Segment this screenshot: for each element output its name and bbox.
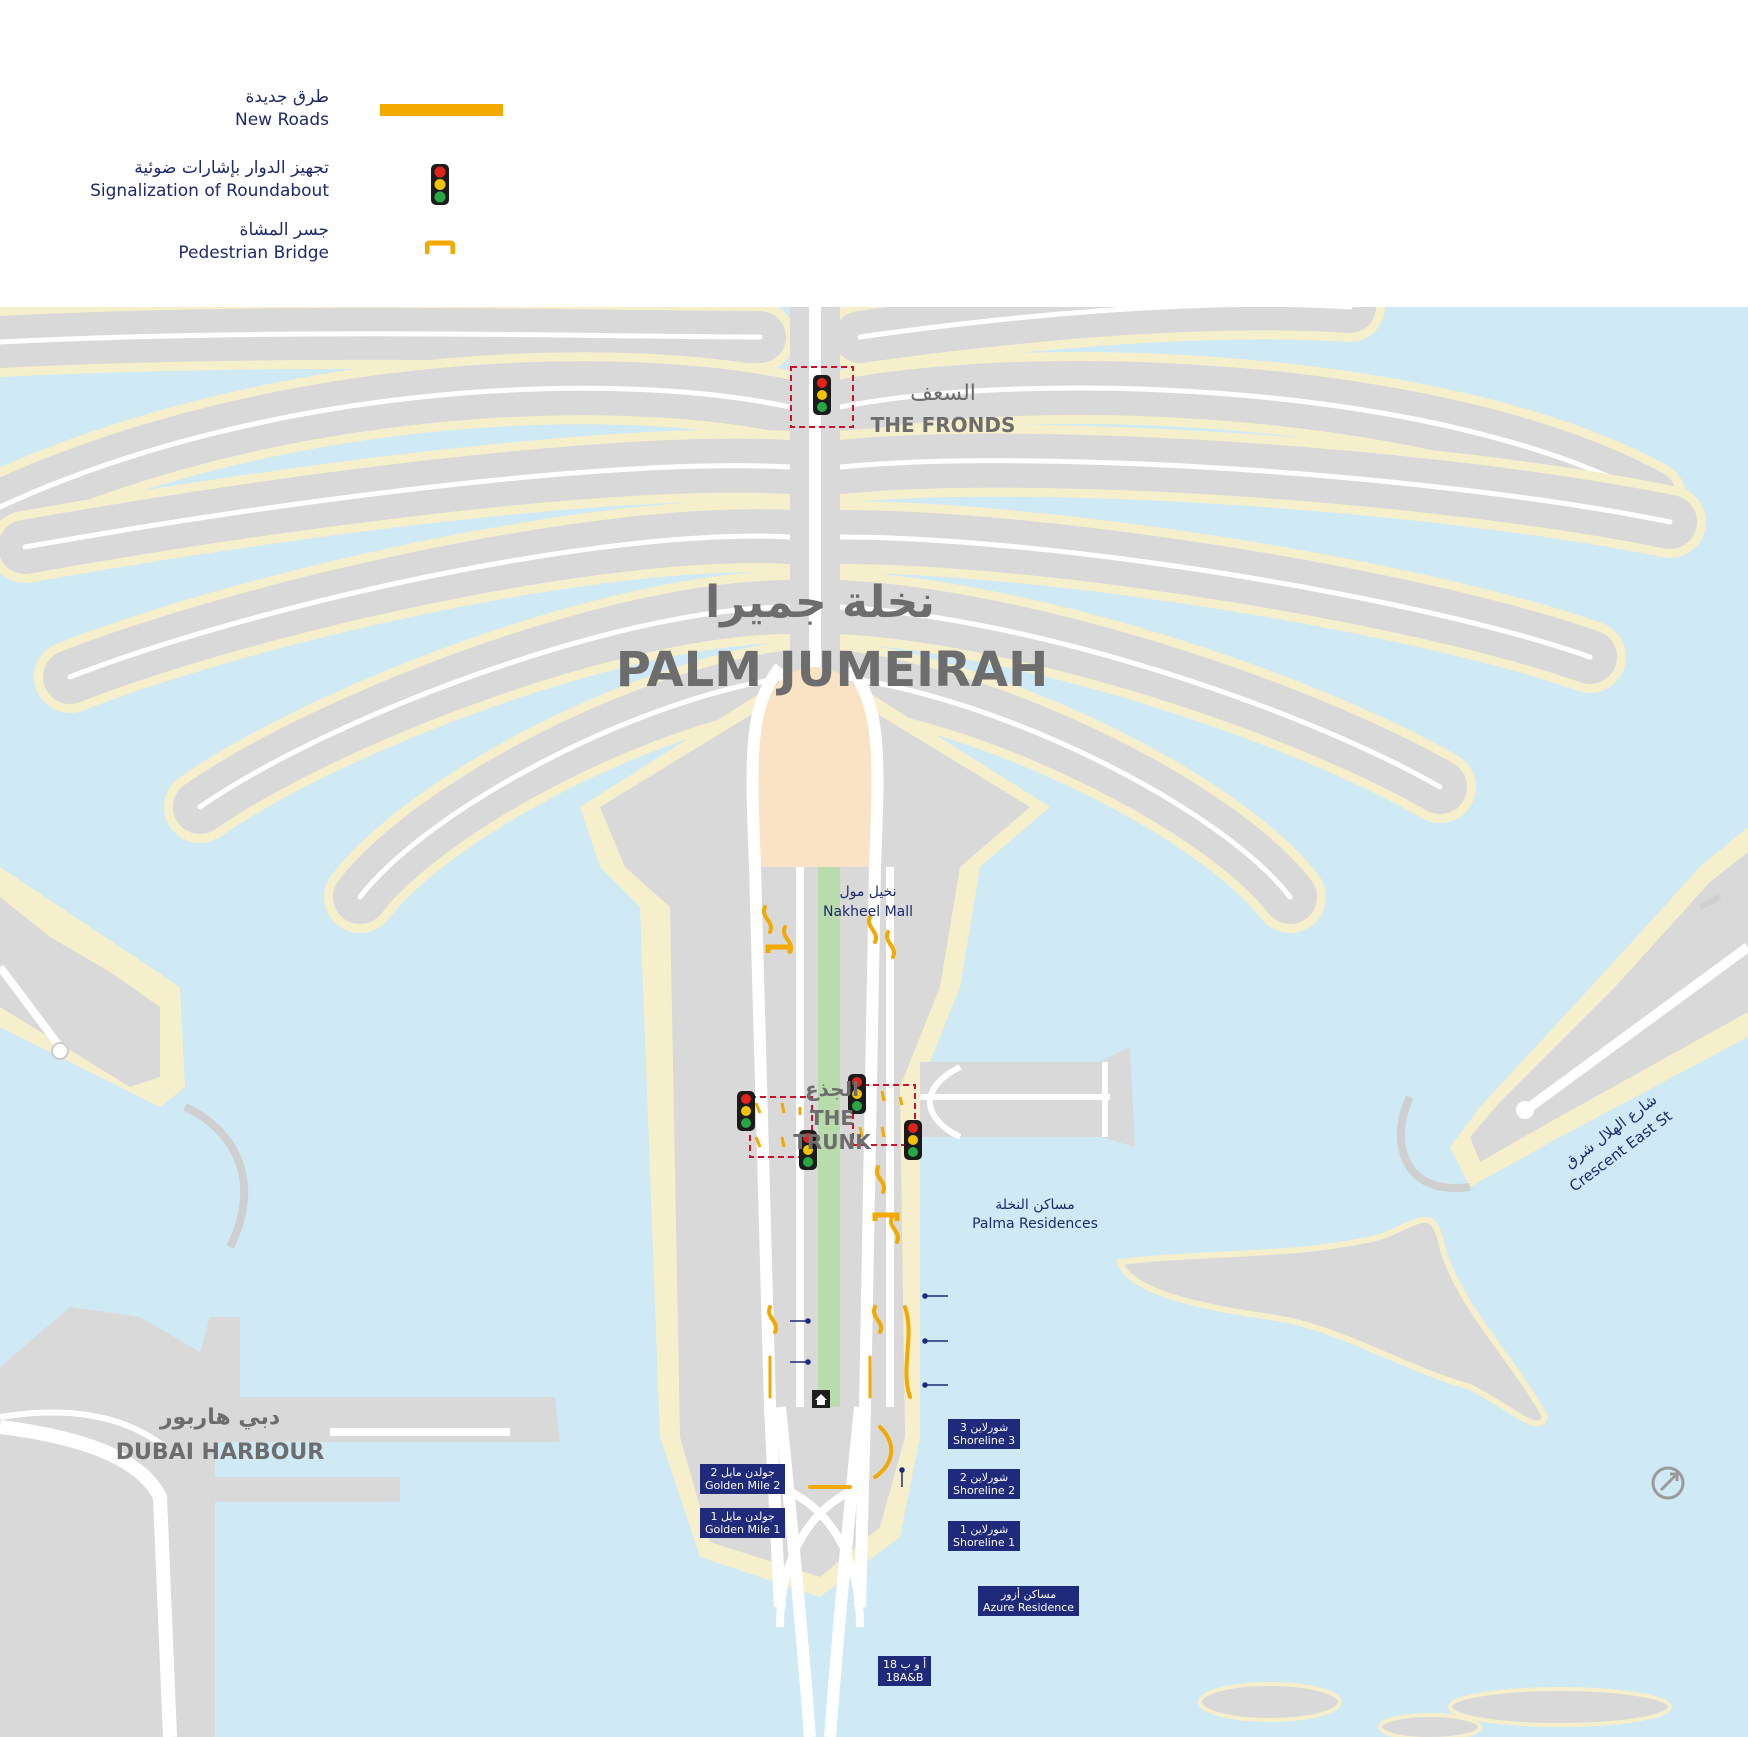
legend: طرق جديدة New Roads تجهيز الدوار بإشارات… xyxy=(0,0,1748,307)
dubai-harbour-label-en: DUBAI HARBOUR xyxy=(115,1440,325,1465)
legend-signalization-en: Signalization of Roundabout xyxy=(90,181,329,201)
traffic-light-icon xyxy=(904,1120,922,1160)
frond-left-1 xyxy=(0,307,795,377)
frond-left-3 xyxy=(0,429,826,583)
palma-residences-label-en: Palma Residences xyxy=(972,1216,1098,1232)
map-canvas[interactable] xyxy=(0,307,1748,1737)
islet xyxy=(1198,1682,1342,1722)
frond-left-2 xyxy=(0,352,826,543)
legend-ped-bridge: جسر المشاة Pedestrian Bridge xyxy=(178,219,329,265)
frond-left-6 xyxy=(324,641,826,933)
home-icon xyxy=(812,1390,830,1408)
crescent-east xyxy=(1396,827,1748,1193)
signal-box-trunk-right xyxy=(852,1084,916,1146)
legend-signalization: تجهيز الدوار بإشارات ضوئية Signalization… xyxy=(90,157,329,203)
compass-icon xyxy=(1651,1466,1685,1500)
trunk-label-en-2: TRUNK xyxy=(793,1130,871,1154)
legend-new-roads: طرق جديدة New Roads xyxy=(235,86,329,132)
new-roads xyxy=(761,905,912,1489)
legend-new-roads-en: New Roads xyxy=(235,110,329,130)
legend-ped-bridge-en: Pedestrian Bridge xyxy=(178,243,329,263)
frond-left-4 xyxy=(34,500,826,713)
islet xyxy=(1448,1687,1672,1727)
signal-box-fronds xyxy=(790,366,854,428)
palma-residences-label-ar: مساكن النخلة xyxy=(995,1197,1075,1213)
trunk-park xyxy=(818,867,840,1407)
palm-label-en: PALM JUMEIRAH xyxy=(615,642,1049,698)
frond-right-2 xyxy=(804,352,1686,533)
trunk-label-ar: الجذع xyxy=(805,1077,859,1101)
traffic-light-icon xyxy=(799,1130,817,1170)
palma-residences-area xyxy=(920,1047,1135,1147)
frond-right-5 xyxy=(804,571,1476,823)
fronds xyxy=(0,307,1706,933)
legend-ped-bridge-ar: جسر المشاة xyxy=(239,220,329,240)
legend-new-roads-ar: طرق جديدة xyxy=(245,87,330,107)
nakheel-mall-label-en: Nakheel Mall xyxy=(822,904,914,920)
traffic-light-icon xyxy=(737,1091,755,1131)
frond-right-1 xyxy=(825,307,1385,372)
fronds-label-ar: السعف xyxy=(910,381,976,406)
dubai-harbour-land xyxy=(0,1307,560,1737)
traffic-light-icon xyxy=(813,375,831,415)
pedestrian-bridge-icon xyxy=(765,944,793,953)
pedestrian-bridge-icon xyxy=(872,1212,900,1221)
island-east xyxy=(1115,1216,1549,1427)
pedestrian-bridge-icon xyxy=(425,240,455,254)
dubai-harbour-label-ar: دبي هاربور xyxy=(159,1405,281,1430)
fronds-label-en: THE FRONDS xyxy=(870,413,1016,437)
frond-right-4 xyxy=(804,501,1626,693)
trunk-label-en-1: THE xyxy=(809,1106,855,1130)
legend-signalization-ar: تجهيز الدوار بإشارات ضوئية xyxy=(134,158,329,178)
palm-label-ar: نخلة جميرا xyxy=(705,577,935,628)
nakheel-mall-label-ar: نخيل مول xyxy=(839,884,897,900)
nakheel-mall-area xyxy=(748,667,882,867)
traffic-light-icon xyxy=(848,1074,866,1114)
frond-left-5 xyxy=(164,571,826,843)
frond-right-6 xyxy=(804,641,1326,933)
frond-right-3 xyxy=(804,424,1706,558)
new-road-swatch xyxy=(380,104,503,116)
crescent-west xyxy=(0,867,249,1249)
islet xyxy=(1378,1713,1482,1737)
traffic-light-icon xyxy=(431,164,449,205)
